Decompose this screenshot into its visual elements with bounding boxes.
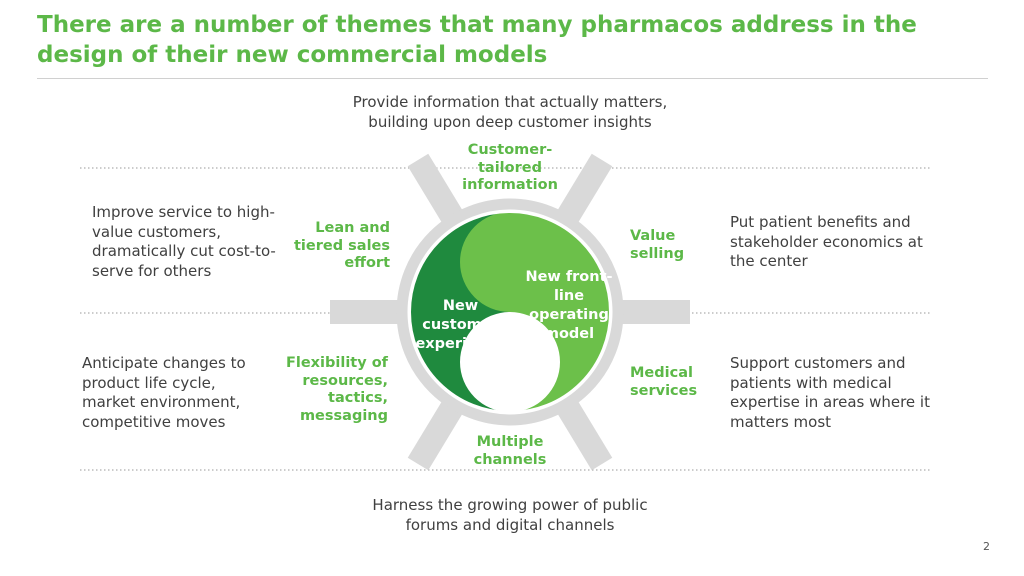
description-upper-left: Improve service to high-value customers,… bbox=[92, 203, 276, 280]
title-divider bbox=[37, 78, 988, 79]
core-label-operating-model: New front-line operating model bbox=[525, 269, 613, 342]
theme-multiple-channels: Multiple channels bbox=[473, 434, 547, 468]
description-bottom: Harness the growing power of public foru… bbox=[372, 496, 648, 534]
theme-value-selling: Value selling bbox=[630, 228, 685, 262]
theme-lean-sales-effort: Lean and tiered sales effort bbox=[294, 220, 390, 271]
slide-title: There are a number of themes that many p… bbox=[37, 12, 917, 68]
description-lower-right: Support customers and patients with medi… bbox=[730, 354, 930, 431]
page-number: 2 bbox=[983, 540, 990, 553]
theme-customer-tailored-information: Customer-tailored information bbox=[462, 142, 558, 193]
description-upper-right: Put patient benefits and stakeholder eco… bbox=[730, 213, 923, 270]
core-light-half bbox=[460, 212, 610, 412]
description-top: Provide information that actually matter… bbox=[352, 93, 668, 131]
theme-flexibility: Flexibility of resources, tactics, messa… bbox=[285, 355, 388, 424]
core-outline bbox=[409, 211, 611, 413]
core-yin-yang bbox=[409, 211, 611, 413]
theme-medical-services: Medical services bbox=[630, 365, 698, 399]
core-label-customer-experience: New customer experience bbox=[415, 298, 506, 352]
description-lower-left: Anticipate changes to product life cycle… bbox=[82, 354, 246, 431]
